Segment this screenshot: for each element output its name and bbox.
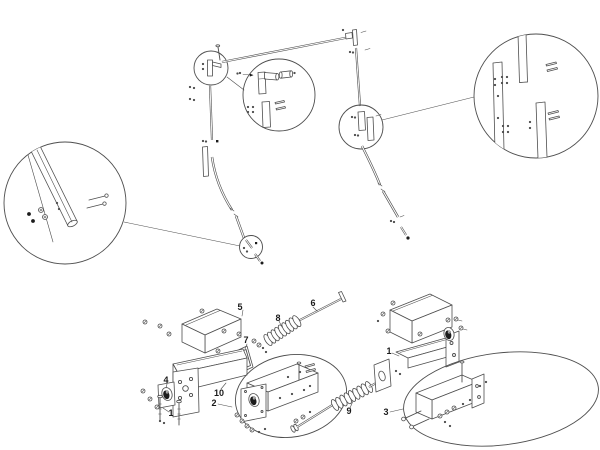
part-label-5: 5 — [237, 302, 242, 312]
right-chassis-part1 — [395, 316, 468, 369]
part-labels: 5 6 8 7 4 10 2 1 9 1 3 — [163, 298, 391, 418]
part-label-4: 4 — [163, 375, 168, 385]
bottom-joint-detail — [242, 239, 258, 253]
part-label-7: 7 — [243, 335, 248, 345]
part-label-leaders — [162, 306, 404, 413]
rod-part6-spring-part8 — [263, 291, 347, 346]
cam-part4 — [140, 381, 176, 425]
right-detail-circle — [473, 33, 599, 159]
part-label-10: 10 — [214, 388, 224, 398]
left-oval-callout — [234, 354, 348, 438]
left-frame-rod — [188, 44, 264, 265]
part-label-6: 6 — [310, 298, 315, 308]
part-label-3: 3 — [383, 407, 388, 417]
part-label-1-right: 1 — [386, 346, 391, 356]
nut-icons — [27, 212, 35, 223]
part-label-9: 9 — [346, 406, 351, 416]
spring-part9-rod — [290, 358, 402, 433]
rod-end-flange — [373, 358, 402, 393]
pin-fasteners — [86, 193, 109, 209]
part-label-8: 8 — [275, 313, 280, 323]
leader-lines — [123, 76, 475, 247]
right-oval-callout — [401, 351, 599, 447]
middle-detail-contents — [236, 70, 296, 128]
right-joint-detail — [350, 111, 382, 141]
left-detail-circle — [3, 141, 127, 265]
washer-icons — [38, 207, 48, 220]
box-part3-detail — [401, 360, 488, 430]
assembled-box-detail — [234, 361, 319, 434]
part-label-2: 2 — [211, 398, 216, 408]
standoff-screws-part1 — [157, 394, 182, 426]
chassis-part10 — [172, 348, 248, 418]
left-detail-contents — [27, 145, 109, 243]
spring8-coils — [263, 315, 302, 346]
mounting-bolts — [401, 410, 430, 430]
right-detail-contents — [492, 34, 560, 158]
top-joint-detail — [188, 44, 222, 90]
cover-part5 — [181, 308, 242, 354]
right-exploded-assembly — [376, 293, 468, 369]
middle-detail-circle — [236, 58, 316, 132]
crossbar-elbow — [341, 28, 367, 46]
right-cover — [389, 293, 453, 344]
left-exploded-assembly — [140, 308, 268, 426]
right-frame-rod — [338, 28, 410, 240]
part-label-1-left: 1 — [168, 408, 173, 418]
top-crossbar — [221, 35, 351, 64]
spring9-coils — [330, 381, 374, 411]
